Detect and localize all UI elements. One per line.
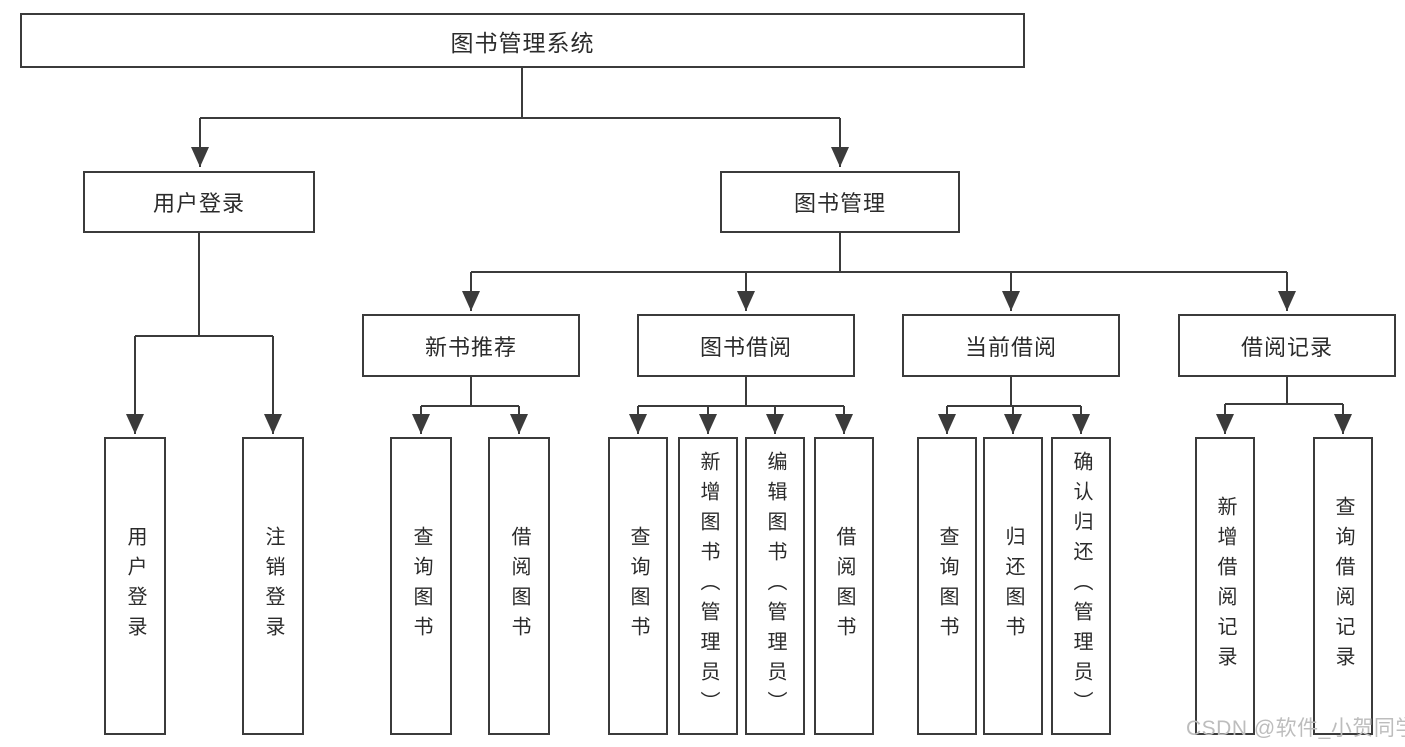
leaf-query-books-current: 查询图书 [917, 437, 977, 735]
leaf-user-login: 用户登录 [104, 437, 166, 735]
node-book-borrowing: 图书借阅 [637, 314, 855, 377]
leaf-borrow-books-recommend: 借阅图书 [488, 437, 550, 735]
connector-level-1 [191, 68, 849, 167]
connector-user-login [126, 233, 282, 434]
leaf-query-books-borrowing: 查询图书 [608, 437, 668, 735]
leaf-add-books-admin: 新增图书（管理员） [678, 437, 738, 735]
connector-current-borrowing [938, 377, 1090, 434]
node-user-login: 用户登录 [83, 171, 315, 233]
leaf-edit-books-admin: 编辑图书（管理员） [745, 437, 805, 735]
leaf-confirm-return-admin: 确认归还（管理员） [1051, 437, 1111, 735]
connector-borrowing-records [1216, 377, 1352, 434]
leaf-return-books: 归还图书 [983, 437, 1043, 735]
node-new-book-recommend: 新书推荐 [362, 314, 580, 377]
node-current-borrowing: 当前借阅 [902, 314, 1120, 377]
connector-book-borrowing [629, 377, 853, 434]
csdn-watermark: CSDN @软件_小贺同学 [1186, 717, 1405, 740]
leaf-query-books-recommend: 查询图书 [390, 437, 452, 735]
node-library-management-system: 图书管理系统 [20, 13, 1025, 68]
leaf-add-borrow-record: 新增借阅记录 [1195, 437, 1255, 735]
node-book-management: 图书管理 [720, 171, 960, 233]
leaf-logout: 注销登录 [242, 437, 304, 735]
leaf-borrow-books-borrowing: 借阅图书 [814, 437, 874, 735]
leaf-query-borrow-record: 查询借阅记录 [1313, 437, 1373, 735]
node-borrowing-records: 借阅记录 [1178, 314, 1396, 377]
connector-new-book-recommend [412, 377, 528, 434]
connector-book-management [462, 233, 1296, 311]
